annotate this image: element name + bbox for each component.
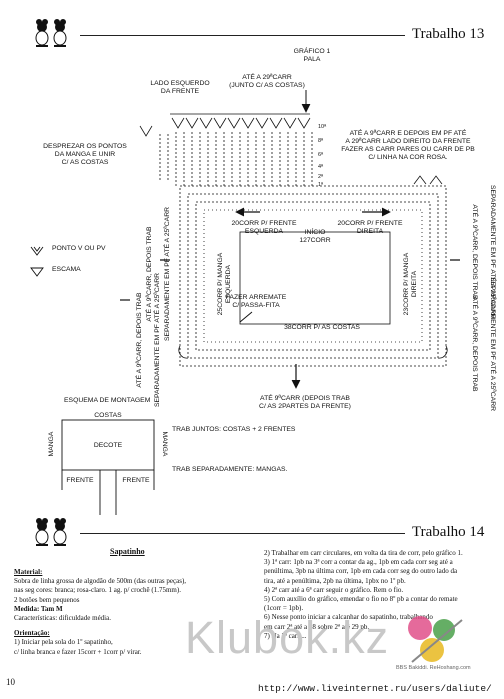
caracteristicas-line: Características: dificuldade média. xyxy=(14,614,111,623)
chart-title-1: GRÁFICO 1 xyxy=(293,48,331,55)
montagem-note-1: TRAB JUNTOS: COSTAS + 2 FRENTES xyxy=(172,426,296,433)
label-right-2: A 29ªCARR LADO DIREITO DA FRENTE xyxy=(345,138,471,145)
instruction-line: penúltima, 3pb na última corr, 1pb em ca… xyxy=(264,567,458,576)
material-line-3: 2 botões bem pequenos xyxy=(14,595,80,604)
escama-icon xyxy=(30,264,44,282)
label-lado-esquerdo-1: LADO ESQUERDO xyxy=(150,80,210,87)
material-line-2: nas seg cores: branca; rosa-claro. 1 ag.… xyxy=(14,586,181,595)
row-number-1: 1ª xyxy=(318,181,324,188)
header-rule-top xyxy=(80,35,405,36)
chart-title-2: PALA xyxy=(303,56,321,63)
instruction-line: tira, até a penúltima, 2pb na última, 1p… xyxy=(264,576,406,585)
page-title-trabalho-13: Trabalho 13 xyxy=(412,26,485,42)
montagem-manga-right: MANGA xyxy=(161,431,168,457)
orientacao-heading: Orientação: xyxy=(14,629,50,638)
orientacao-line-1: 1) Iniciar pela sola do 1º sapatinho, xyxy=(14,638,113,647)
instruction-line: em carr 2ª até a 28 sobre 2ª até 29 pb. xyxy=(264,622,370,631)
montagem-manga-left: MANGA xyxy=(48,431,55,457)
montagem-note-2: TRAB SEPARADAMENTE: MANGAS. xyxy=(172,466,288,473)
instruction-line: 4) 2ª carr até a 6ª carr seguir o gráfic… xyxy=(264,585,404,594)
label-bottom-2: C/ AS 2PARTES DA FRENTE) xyxy=(259,403,351,410)
label-arremate-1: FAZER ARREMATE xyxy=(225,294,287,301)
row-number-6: 6ª xyxy=(318,151,324,158)
row-number-4: 4ª xyxy=(318,163,324,170)
orientacao-line-2: c/ linha branca e fazer 15corr + 1corr p… xyxy=(14,647,142,656)
label-ate-29-1: ATÉ A 29ªCARR xyxy=(242,74,292,81)
label-inicio-2: 127CORR xyxy=(299,237,331,244)
label-bottom-1: ATÉ 9ªCARR (DEPOIS TRAB xyxy=(260,395,350,402)
instruction-line: (1corr = 1pb). xyxy=(264,604,304,613)
label-corr-esq-2: ESQUERDA xyxy=(244,228,284,235)
label-desprezar-3: C/ AS COSTAS xyxy=(61,159,109,166)
instruction-line: 7) Na 3ª carr ... xyxy=(264,631,307,640)
source-url[interactable]: http://www.liveinternet.ru/users/daliute… xyxy=(258,683,492,694)
label-corr-dir-2: DIREITA xyxy=(356,228,384,235)
instruction-line: 6) Nesse ponto iniciar a calcanhar do sa… xyxy=(264,613,433,622)
instructions-column: 2) Trabalhar em carr circulares, em volt… xyxy=(264,549,500,641)
label-right-3: FAZER AS CARR PARES OU CARR DE PB xyxy=(341,146,475,153)
material-section: Material: Sobra de linha grossa de algod… xyxy=(14,568,250,657)
crochet-chart: 10ª 8ª 6ª 4ª 2ª 1ª xyxy=(120,90,460,389)
klubok-watermark: Klubok.kz xyxy=(185,612,390,663)
legend-escama: ESCAMA xyxy=(52,266,81,273)
medida-line: Medida: Tam M xyxy=(14,604,63,613)
label-corr-dir-1: 20CORR P/ FRENTE xyxy=(337,220,403,227)
montagem-costas: COSTAS xyxy=(94,412,122,419)
label-desprezar-2: DA MANGA E UNIR xyxy=(54,151,116,158)
ponto-v-icon xyxy=(30,243,44,261)
logo-cartoon-bottom xyxy=(30,517,74,547)
label-right-1: ATÉ A 9ªCARR E DEPOIS EM PF ATÉ xyxy=(349,130,467,137)
label-lado-esquerdo-2: DA FRENTE xyxy=(160,88,200,95)
instruction-line: 5) Com auxílio do gráfico, emendar o fio… xyxy=(264,595,458,604)
label-right-4: C/ LINHA NA COR ROSA. xyxy=(368,154,448,161)
row-number-8: 8ª xyxy=(318,137,324,144)
material-heading: Material: xyxy=(14,568,43,576)
page-title-trabalho-14: Trabalho 14 xyxy=(412,524,485,540)
label-costas: 38CORR P/ AS COSTAS xyxy=(284,324,360,331)
header-rule-bottom xyxy=(80,533,405,534)
montagem-decote: DECOTE xyxy=(93,442,123,449)
logo-cartoon-top xyxy=(30,18,74,48)
yarn-logo-icon xyxy=(402,610,472,670)
label-corr-esq-1: 20CORR P/ FRENTE xyxy=(231,220,297,227)
material-line-1: Sobra de linha grossa de algodão de 500m… xyxy=(14,577,187,586)
label-ate-29-2: (JUNTO C/ AS COSTAS) xyxy=(229,82,305,89)
legend-ponto-v: PONTO V OU PV xyxy=(52,245,106,252)
instruction-line: 3) 1ª carr: 1pb na 3ª corr a contar da a… xyxy=(264,558,453,567)
label-inicio-1: INÍCIO xyxy=(304,229,326,236)
label-desprezar-1: DESPREZAR OS PONTOS xyxy=(43,143,127,150)
montagem-frente-right: FRENTE xyxy=(122,477,150,484)
row-number-10: 10ª xyxy=(318,123,327,130)
sapatinho-title: Sapatinho xyxy=(110,547,145,556)
montagem-diagram xyxy=(61,419,155,515)
montagem-frente-left: FRENTE xyxy=(66,477,94,484)
row-number-2: 2ª xyxy=(318,173,324,180)
badge-text: BBS Bakiddi. ReHoshang.com xyxy=(396,665,471,671)
instruction-line: 2) Trabalhar em carr circulares, em volt… xyxy=(264,549,463,557)
label-arremate-2: C/ PASSA-FITA xyxy=(232,302,280,309)
montagem-title: ESQUEMA DE MONTAGEM xyxy=(64,397,151,404)
page-number: 10 xyxy=(6,677,15,687)
